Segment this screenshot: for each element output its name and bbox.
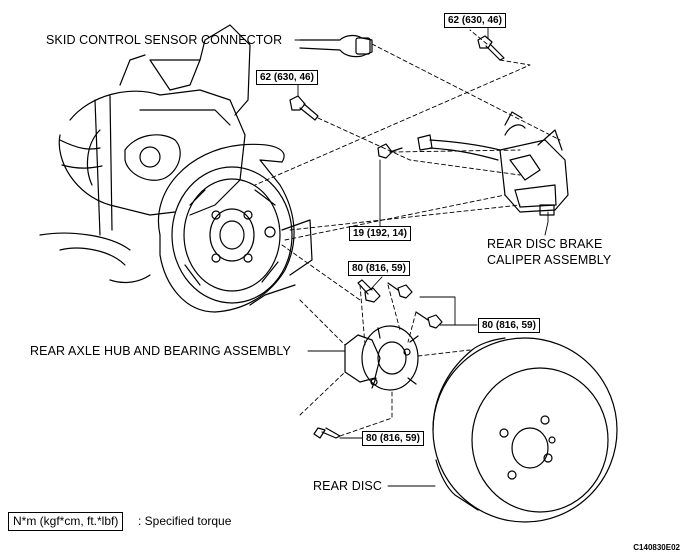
assembly-lines	[254, 29, 561, 437]
torque-hub-bottom: 80 (816, 59)	[362, 431, 424, 446]
caliper-assembly	[417, 111, 569, 216]
suspension-knuckle	[39, 24, 251, 284]
torque-hub-top: 80 (816, 59)	[348, 261, 410, 276]
sensor-connector	[299, 34, 373, 58]
caliper-label-line1: REAR DISC BRAKE	[487, 237, 603, 251]
torque-sensor-bolt: 19 (192, 14)	[349, 226, 411, 241]
hub-bearing	[344, 325, 419, 391]
figure-code: C140830E02	[633, 543, 680, 552]
hub-label: REAR AXLE HUB AND BEARING ASSEMBLY	[30, 344, 291, 358]
backing-plate	[157, 143, 313, 313]
torque-hub-right: 80 (816, 59)	[478, 318, 540, 333]
leader-lines	[294, 27, 549, 487]
disc-label: REAR DISC	[313, 479, 382, 493]
rear-disc	[432, 337, 618, 523]
torque-top-mid: 62 (630, 46)	[256, 70, 318, 85]
torque-legend-text: : Specified torque	[138, 514, 232, 528]
skid-sensor-label: SKID CONTROL SENSOR CONNECTOR	[46, 33, 283, 47]
torque-legend-unit: N*m (kgf*cm, ft.*lbf)	[8, 512, 124, 531]
torque-top-right: 62 (630, 46)	[444, 13, 506, 28]
caliper-label-line2: CALIPER ASSEMBLY	[487, 253, 612, 267]
bolt-top-mid	[289, 95, 319, 121]
